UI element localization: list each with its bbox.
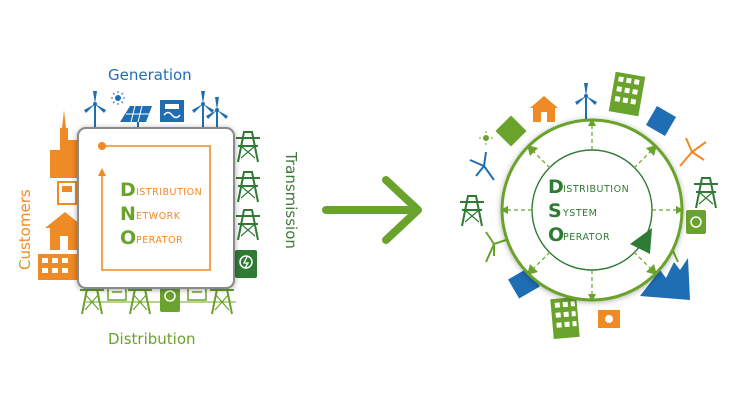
battery-icon <box>160 100 184 122</box>
dno-word-distribution: ISTRIBUTION <box>136 186 203 198</box>
dno-word-operator: PERATOR <box>136 234 184 246</box>
wind-turbine-icon <box>191 90 215 131</box>
sun-icon <box>111 91 125 105</box>
pylon-icon <box>693 177 719 209</box>
wind-turbine-icon <box>679 137 707 167</box>
dso-ring-arrowhead <box>630 228 652 254</box>
dno-row-network: N ETWORK <box>120 200 202 224</box>
dso-letter-s: S <box>548 200 562 222</box>
dso-letter-d: D <box>548 176 564 198</box>
dso-word-operator: PERATOR <box>563 231 611 243</box>
label-distribution: Distribution <box>108 330 196 348</box>
ev-charger-icon <box>160 284 180 312</box>
wind-turbine-icon <box>469 151 495 181</box>
dso-row-operator: O PERATOR <box>548 221 629 245</box>
arrow-right-icon <box>322 176 422 244</box>
city-skyline-icon <box>640 258 690 300</box>
dso-arrowheads <box>500 118 684 302</box>
wind-turbine-icon <box>485 231 507 263</box>
label-generation: Generation <box>108 66 192 84</box>
wind-turbine-icon <box>83 90 107 131</box>
dso-row-distribution: D ISTRIBUTION <box>548 173 629 197</box>
house-icon <box>45 212 85 250</box>
office-building-icon <box>550 296 580 340</box>
dso-word-system: YSTEM <box>563 207 598 219</box>
dno-row-distribution: D ISTRIBUTION <box>120 176 202 200</box>
solar-panel-icon <box>495 115 527 147</box>
house-icon <box>530 96 558 122</box>
dso-title: D ISTRIBUTION S YSTEM O PERATOR <box>548 173 629 245</box>
dso-row-system: S YSTEM <box>548 197 629 221</box>
dso-diagram <box>459 71 719 340</box>
dso-letter-o: O <box>548 224 565 246</box>
solar-panel-icon <box>120 105 152 130</box>
pylon-icon <box>235 171 261 203</box>
dno-title: D ISTRIBUTION N ETWORK O PERATOR <box>120 176 202 248</box>
ev-charger-icon <box>686 210 706 234</box>
sun-icon <box>479 131 493 145</box>
dno-diagram <box>38 90 261 315</box>
ev-charger-icon <box>235 250 257 278</box>
dno-loop <box>98 142 211 271</box>
dso-word-distribution: ISTRIBUTION <box>563 183 630 195</box>
pylon-icon <box>459 195 485 227</box>
pylon-icon <box>235 131 261 163</box>
wind-turbine-icon <box>574 82 598 123</box>
label-transmission: Transmission <box>282 152 300 249</box>
pylon-icon <box>235 209 261 241</box>
smart-meter-icon <box>598 310 620 328</box>
ev-charger-icon <box>57 181 77 205</box>
factory-icon <box>38 254 78 280</box>
label-customers: Customers <box>16 189 34 270</box>
office-building-icon <box>608 71 646 117</box>
dno-row-operator: O PERATOR <box>120 224 202 248</box>
dno-letter-n: N <box>120 203 136 225</box>
dno-word-network: ETWORK <box>136 210 181 222</box>
dso-radial-arrows <box>506 124 678 296</box>
dno-letter-d: D <box>120 179 136 201</box>
city-skyline-icon <box>50 110 78 178</box>
dno-box <box>77 127 235 289</box>
battery-icon <box>645 105 677 137</box>
dno-letter-o: O <box>120 227 137 249</box>
